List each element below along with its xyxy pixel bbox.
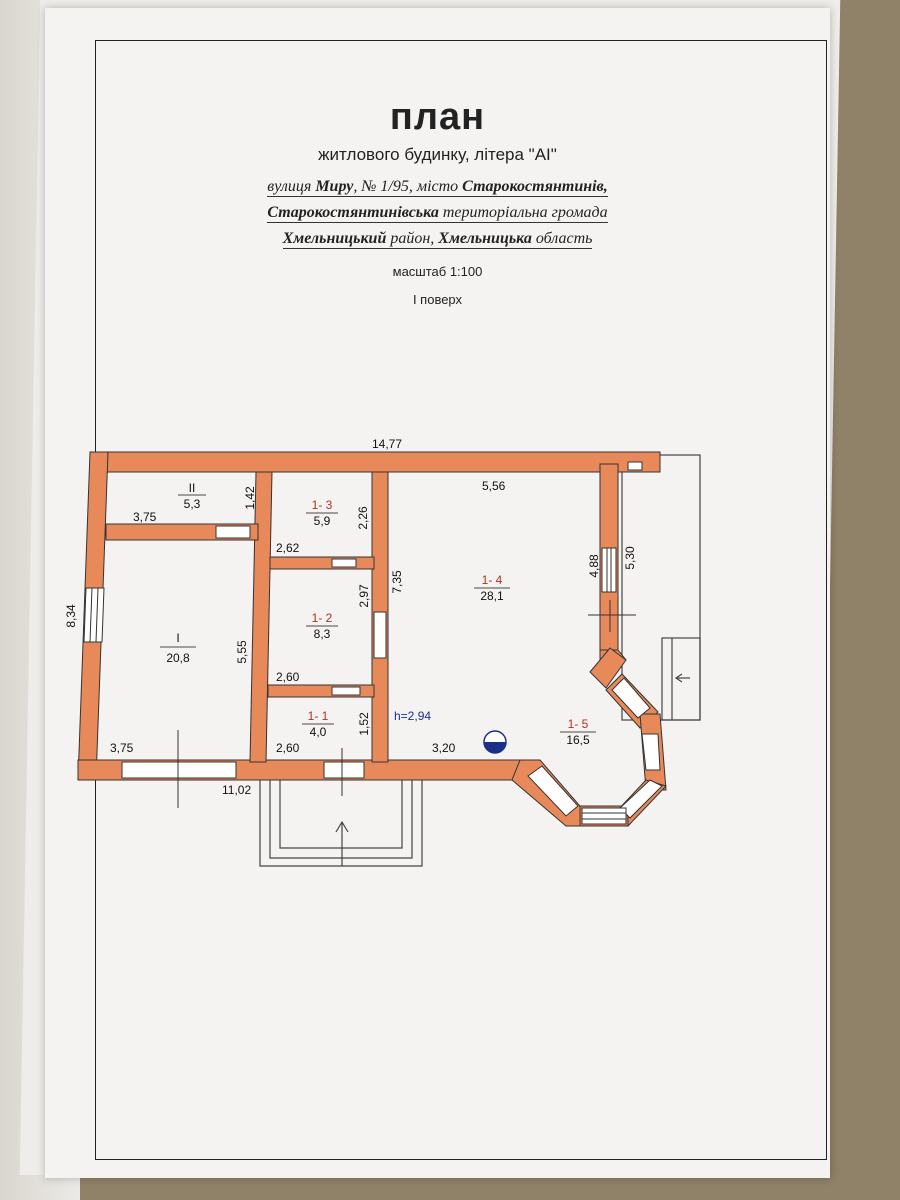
utility-icon — [483, 730, 507, 754]
address-line-1: вулиця Миру, № 1/95, місто Старокостянти… — [267, 178, 608, 197]
dimension-labels: 14,77 11,02 3,75 3,75 2,62 2,60 2,60 5,5… — [64, 437, 637, 797]
address-line-2: Старокостянтинівська територіальна грома… — [267, 204, 608, 223]
floor-label: І поверх — [412, 292, 463, 307]
room-1-4-number: 1- 4 — [482, 573, 503, 587]
room-1-5-number: 1- 5 — [568, 717, 589, 731]
dim-room-I-depth: 5,55 — [235, 640, 249, 664]
page-subtitle: житлового будинку, літера "АІ" — [318, 145, 557, 164]
page-title: план — [389, 96, 486, 138]
dim-room-1-4-width: 5,56 — [482, 479, 506, 493]
dim-room-II-depth: 1,42 — [243, 486, 257, 510]
room-1-5-area: 16,5 — [566, 733, 590, 747]
room-1-2-number: 1- 2 — [312, 611, 333, 625]
dim-room-1-1-width: 2,60 — [276, 741, 300, 755]
dim-room-1-2-width: 2,60 — [276, 670, 300, 684]
dim-exterior-right: 5,30 — [623, 546, 637, 570]
doors — [121, 525, 387, 779]
porch — [259, 780, 423, 867]
dim-room-1-5-width: 3,20 — [432, 741, 456, 755]
dim-left-total: 8,34 — [64, 604, 78, 628]
dim-top-total: 14,77 — [372, 437, 402, 451]
room-II-area: 5,3 — [184, 497, 201, 511]
room-1-1-area: 4,0 — [310, 725, 327, 739]
dim-room-1-3-width: 2,62 — [276, 541, 300, 555]
windows — [83, 547, 663, 825]
room-1-1-number: 1- 1 — [308, 709, 329, 723]
address-line-3: Хмельницький район, Хмельницька область — [282, 230, 593, 249]
room-II-number: II — [189, 481, 196, 495]
dim-room-1-1-depth: 1,52 — [357, 712, 371, 736]
dim-room-II-width: 3,75 — [133, 510, 157, 524]
document-page: план житлового будинку, літера "АІ" вули… — [45, 8, 830, 1178]
dim-room-1-3-depth: 2,26 — [356, 506, 370, 530]
scale-label: масштаб 1:100 — [392, 264, 483, 279]
room-1-3-number: 1- 3 — [312, 498, 333, 512]
dim-room-1-4-depth: 7,35 — [390, 570, 404, 594]
exterior-stairs — [621, 454, 701, 721]
dim-room-1-4-right: 4,88 — [587, 554, 601, 578]
dim-room-1-2-depth: 2,97 — [357, 584, 371, 608]
dim-bottom-total: 11,02 — [222, 783, 251, 797]
dim-room-I-width: 3,75 — [110, 741, 134, 755]
room-I-number: I — [176, 631, 179, 645]
room-labels: II 5,3 I 20,8 1- 3 5,9 1- 2 8,3 1- 1 4,0… — [160, 481, 596, 747]
room-1-2-area: 8,3 — [314, 627, 331, 641]
room-1-3-area: 5,9 — [314, 514, 331, 528]
room-I-area: 20,8 — [166, 651, 190, 665]
room-1-4-area: 28,1 — [480, 589, 504, 603]
plan-lines — [177, 461, 643, 808]
ceiling-height: h=2,94 — [394, 709, 431, 723]
